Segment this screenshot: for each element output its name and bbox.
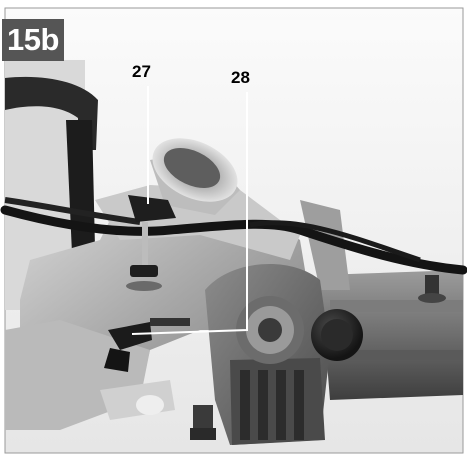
figure-label: 15b xyxy=(2,19,64,61)
callout-28-label: 28 xyxy=(231,68,250,87)
callout-27-label: 27 xyxy=(132,62,151,81)
callout-28-leader xyxy=(131,92,248,335)
